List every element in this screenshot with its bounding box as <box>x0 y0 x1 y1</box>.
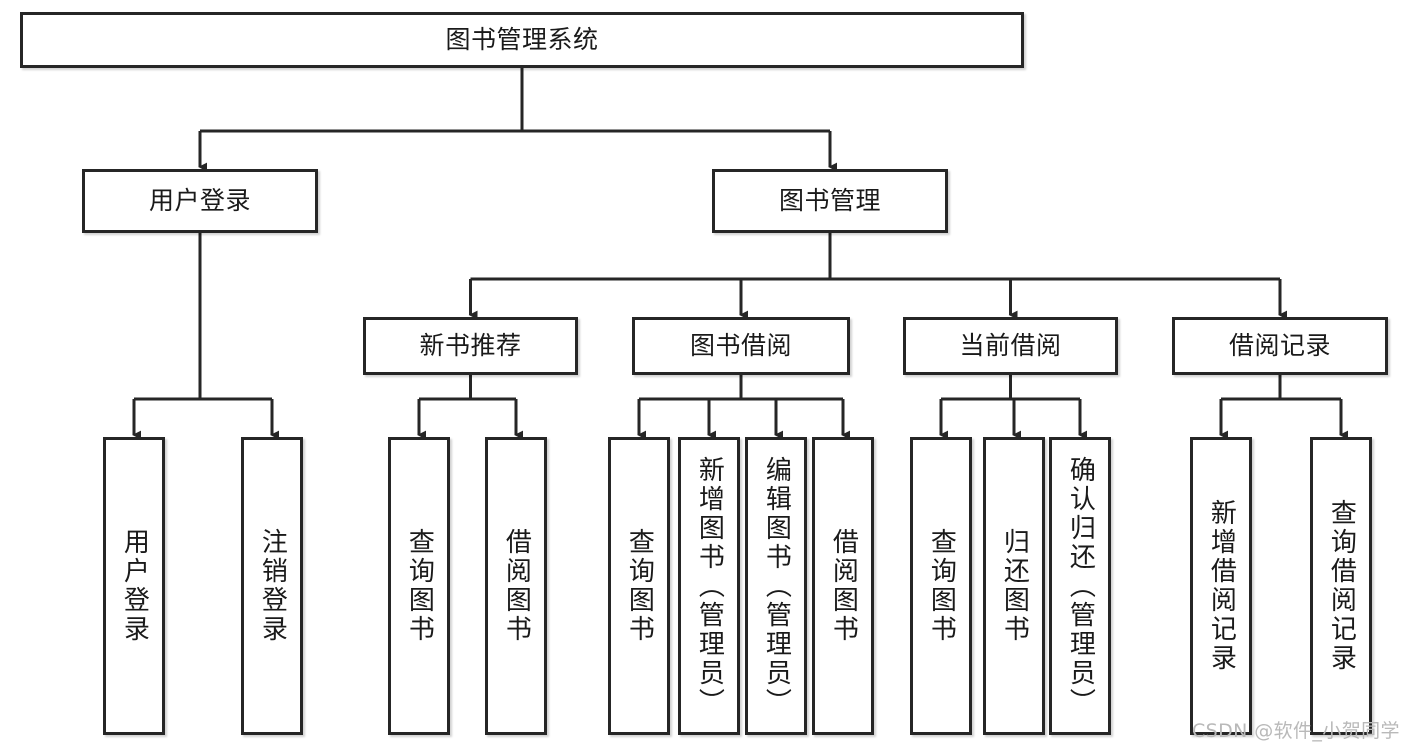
node-label: 图书管理系统 <box>445 24 599 54</box>
node-l3_2[interactable]: 当前借阅 <box>903 317 1118 375</box>
node-label: 图书管理 <box>778 185 881 215</box>
node-leaf_3[interactable]: 借阅图书 <box>485 437 547 735</box>
node-label: 编辑图书（管理员） <box>761 455 792 717</box>
node-label: 查询借阅记录 <box>1326 499 1357 673</box>
node-label: 新增图书（管理员） <box>694 455 725 717</box>
node-label: 归还图书 <box>999 528 1030 644</box>
node-l3_3[interactable]: 借阅记录 <box>1172 317 1388 375</box>
node-label: 新增借阅记录 <box>1206 499 1237 673</box>
node-label: 新书推荐 <box>419 330 522 360</box>
node-leaf_7[interactable]: 借阅图书 <box>812 437 874 735</box>
node-label: 确认归还（管理员） <box>1065 455 1096 717</box>
node-leaf_6[interactable]: 编辑图书（管理员） <box>745 437 807 735</box>
node-leaf_2[interactable]: 查询图书 <box>388 437 450 735</box>
node-label: 查询图书 <box>404 528 435 644</box>
node-l2_1[interactable]: 图书管理 <box>712 169 948 233</box>
node-label: 图书借阅 <box>689 330 792 360</box>
node-label: 用户登录 <box>119 528 150 644</box>
node-l3_0[interactable]: 新书推荐 <box>363 317 578 375</box>
node-leaf_8[interactable]: 查询图书 <box>910 437 972 735</box>
node-label: 注销登录 <box>257 528 288 644</box>
node-root[interactable]: 图书管理系统 <box>20 12 1024 68</box>
node-leaf_11[interactable]: 新增借阅记录 <box>1190 437 1252 735</box>
node-label: 借阅图书 <box>828 528 859 644</box>
node-l2_0[interactable]: 用户登录 <box>82 169 318 233</box>
node-label: 当前借阅 <box>959 330 1062 360</box>
node-label: 用户登录 <box>148 185 251 215</box>
node-label: 查询图书 <box>926 528 957 644</box>
node-leaf_4[interactable]: 查询图书 <box>608 437 670 735</box>
node-label: 查询图书 <box>624 528 655 644</box>
node-l3_1[interactable]: 图书借阅 <box>632 317 850 375</box>
node-leaf_5[interactable]: 新增图书（管理员） <box>678 437 740 735</box>
node-leaf_1[interactable]: 注销登录 <box>241 437 303 735</box>
node-label: 借阅记录 <box>1228 330 1331 360</box>
node-leaf_0[interactable]: 用户登录 <box>103 437 165 735</box>
node-label: 借阅图书 <box>501 528 532 644</box>
node-leaf_10[interactable]: 确认归还（管理员） <box>1049 437 1111 735</box>
csdn-watermark: CSDN @软件_小贺同学 <box>1192 720 1400 742</box>
node-leaf_9[interactable]: 归还图书 <box>983 437 1045 735</box>
node-leaf_12[interactable]: 查询借阅记录 <box>1310 437 1372 735</box>
